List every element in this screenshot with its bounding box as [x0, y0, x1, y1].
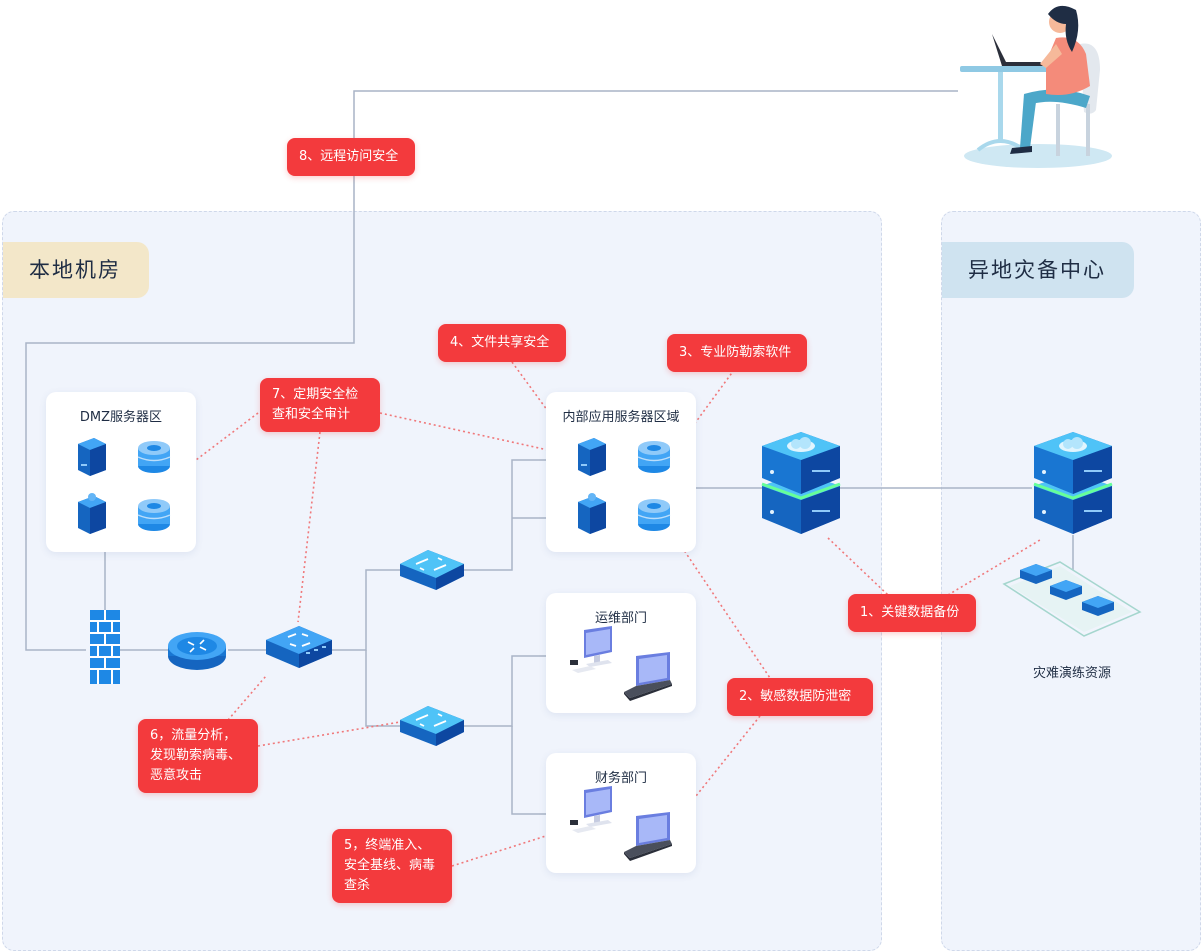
callout3-line [667, 369, 735, 461]
callout7-line-b [379, 412, 549, 451]
callout6-line-b [257, 721, 401, 747]
switch-icon [400, 706, 464, 746]
finance-department-card: 财务部门 [546, 753, 696, 873]
dmz-server-card: DMZ服务器区 [46, 392, 196, 552]
desktop-computer-icon [570, 786, 612, 833]
callout7-line-c [297, 431, 321, 623]
local-datacenter-title: 本地机房 [3, 242, 149, 298]
ops-card-title: 运维部门 [594, 611, 647, 626]
finance-card-title: 财务部门 [594, 771, 647, 786]
callout-anti-ransomware: 3、专业防勒索软件 [667, 334, 807, 372]
remote-access-link [25, 90, 958, 651]
callout1-line-a [827, 537, 889, 596]
callout-file-sharing-security: 4、文件共享安全 [438, 324, 566, 362]
router-icon [168, 632, 226, 670]
callout5-line [451, 825, 578, 867]
callout-endpoint-security: 5，终端准入、安全基线、病毒查杀 [332, 829, 452, 903]
callout2-line-b [671, 715, 761, 827]
switch1-internal-link [464, 459, 565, 571]
remote-user-illustration [960, 5, 1112, 168]
database-icon [637, 441, 671, 473]
internal-server-card: 内部应用服务器区域 [546, 392, 696, 552]
database-icon [137, 499, 171, 531]
server-icon [78, 438, 106, 476]
ops-department-card: 运维部门 [546, 593, 696, 713]
drill-resources-icon [1002, 561, 1142, 637]
server-icon [578, 438, 606, 476]
callout7-line-a [195, 409, 263, 461]
laptop-icon [624, 812, 672, 861]
switch2-ops-link [464, 655, 565, 727]
server-icon [78, 493, 106, 534]
server-icon [578, 493, 606, 534]
core-switch-branch-2 [365, 650, 400, 727]
callout-security-audit: 7、定期安全检查和安全审计 [260, 378, 380, 432]
remote-dr-title: 异地灾备中心 [942, 242, 1134, 298]
switch-icon [400, 550, 464, 590]
callout-remote-access-security: 8、远程访问安全 [287, 138, 415, 176]
callout-traffic-analysis: 6，流量分析，发现勒索病毒、恶意攻击 [138, 719, 258, 793]
database-icon [137, 441, 171, 473]
callout6-line-a [227, 675, 267, 721]
callout-key-data-backup: 1、关键数据备份 [848, 594, 976, 632]
cloud-storage-icon [1033, 432, 1113, 534]
core-switch-icon [266, 626, 332, 668]
callout-sensitive-data-dlp: 2、敏感数据防泄密 [727, 678, 873, 716]
laptop-icon [624, 652, 672, 701]
drill-resources-label: 灾难演练资源 [1032, 666, 1111, 681]
core-switch-branch [332, 569, 400, 651]
cloud-storage-icon [761, 432, 841, 534]
dmz-card-title: DMZ服务器区 [79, 410, 163, 425]
desktop-computer-icon [570, 626, 612, 673]
internal-card-title: 内部应用服务器区域 [562, 410, 680, 425]
firewall-icon [90, 610, 120, 684]
database-icon [637, 499, 671, 531]
